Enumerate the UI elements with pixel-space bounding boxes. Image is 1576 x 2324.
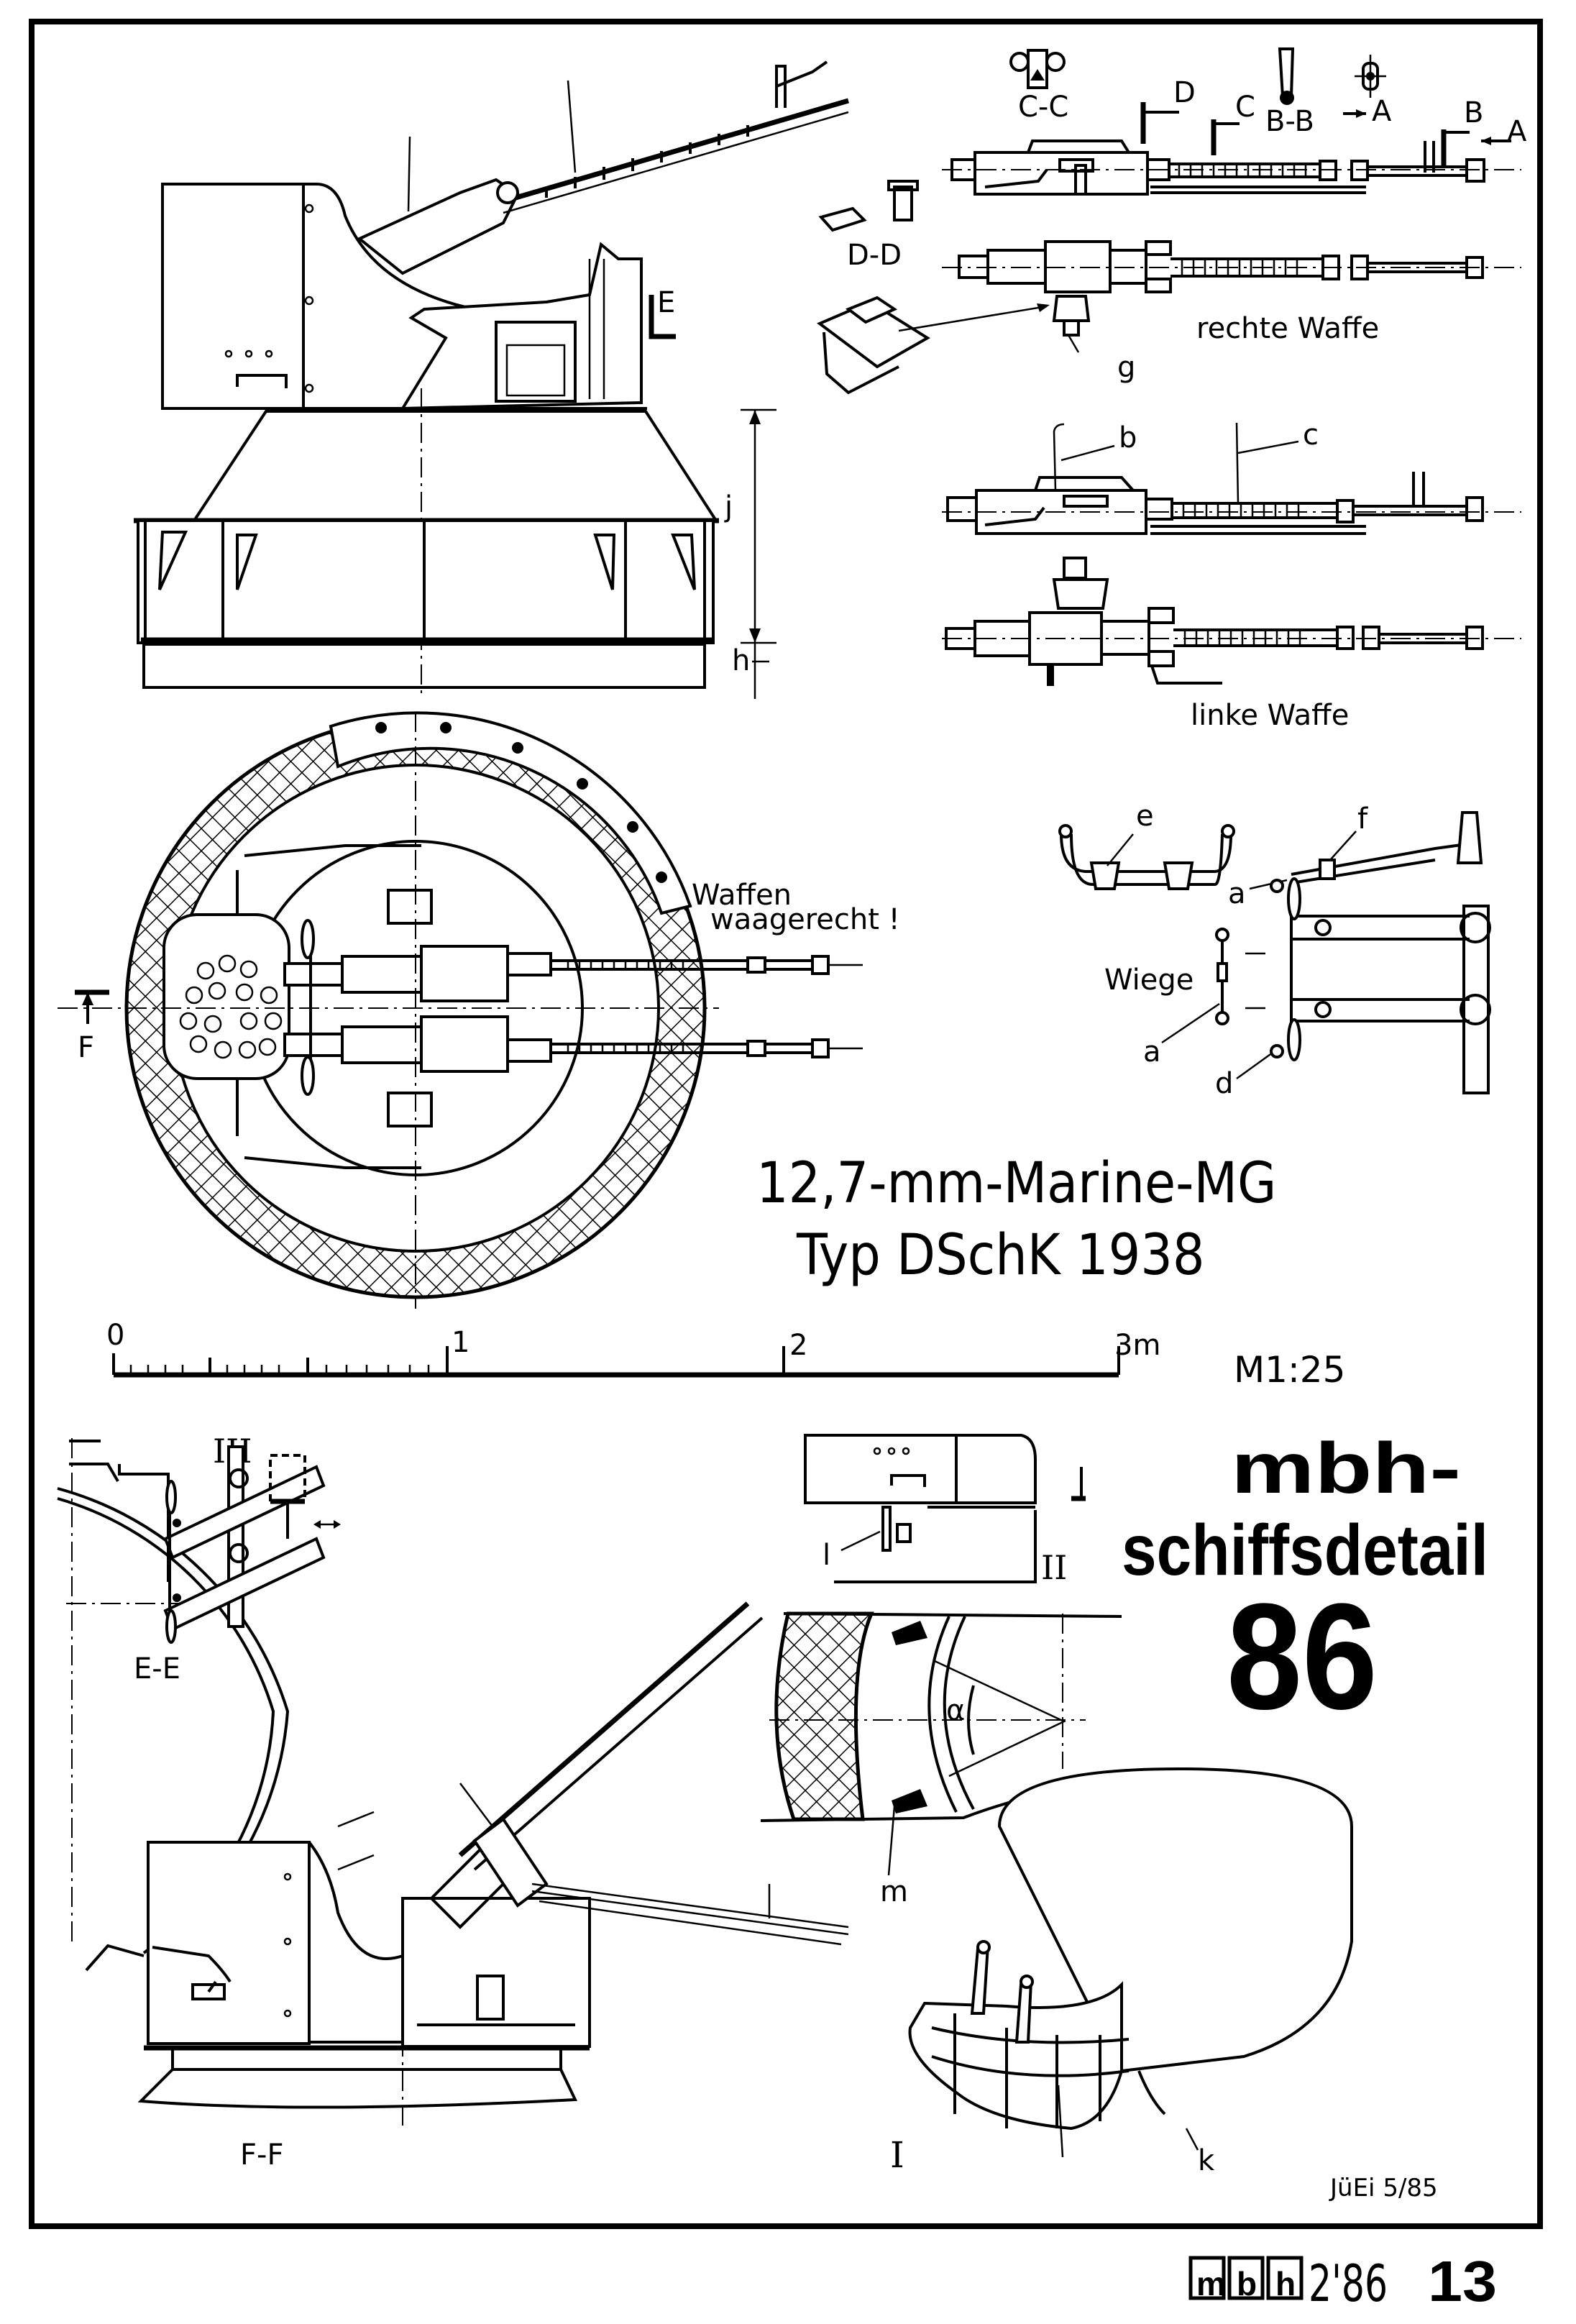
gun-right-top <box>942 240 1521 353</box>
ammo-circle-holes <box>179 954 283 1059</box>
section-b-b-detail <box>1278 47 1295 105</box>
series-badge: mbh- schiffsdetail 86 <box>1122 1428 1488 1741</box>
section-label-b-b: B-B <box>1265 105 1314 138</box>
label-f-f: F-F <box>240 2138 283 2172</box>
dim-label-j: j <box>724 490 733 523</box>
part-label-m: m <box>880 1875 908 1908</box>
badge-schiffsdetail: schiffsdetail <box>1122 1510 1488 1591</box>
caption-linke-waffe: linke Waffe <box>1191 699 1349 732</box>
scale-ratio: M1:25 <box>1234 1349 1345 1391</box>
plan-gun-upper <box>283 889 863 1002</box>
badge-mbh: mbh- <box>1231 1428 1461 1509</box>
part-label-a-lower: a <box>1143 1035 1161 1069</box>
part-label-l: l <box>823 1539 830 1572</box>
cut-marker-B: B <box>1464 96 1483 129</box>
author-signature: JüEi 5/85 <box>1329 2174 1438 2202</box>
section-f-f: F-F <box>137 1601 849 2172</box>
cut-marker-A-right: A <box>1507 115 1527 148</box>
issue-number: 2'86 <box>1309 2254 1388 2313</box>
badge-number: 86 <box>1227 1572 1378 1741</box>
detail-i: k I <box>890 1767 1353 2177</box>
section-c-c-detail <box>1009 49 1066 89</box>
gun-elevated-side <box>357 65 849 275</box>
cradle-detail: e f a Wiege a d <box>1058 800 1491 1100</box>
alpha-angle-label: α <box>946 1694 965 1727</box>
logo-letter-h: h <box>1275 2265 1296 2302</box>
page-number: 13 <box>1428 2249 1497 2313</box>
cut-marker-D: D <box>1173 76 1196 109</box>
scale-tick-2: 2 <box>789 1329 807 1362</box>
note-waffen: Waffen <box>692 879 792 912</box>
logo-letter-m: m <box>1196 2265 1226 2302</box>
dim-label-h: h <box>732 644 750 677</box>
label-e-e: E-E <box>134 1652 180 1685</box>
sheet-frame <box>29 19 1543 2229</box>
section-label-c-c: C-C <box>1018 91 1068 124</box>
weapon-left-view: b c linke Waffe <box>942 418 1521 732</box>
part-label-k: k <box>1198 2144 1215 2177</box>
side-elevation-view: E j h <box>134 65 849 699</box>
part-label-f: f <box>1357 802 1368 836</box>
label-ii: II <box>1041 1548 1067 1587</box>
plan-view: F Waffen waagerecht ! <box>58 711 900 1309</box>
drawing-title-line1: 12,7-mm-Marine-MG <box>756 1151 1276 1216</box>
part-label-e: e <box>1136 800 1154 833</box>
caption-rechte-waffe: rechte Waffe <box>1196 312 1379 345</box>
gun-left-side <box>942 422 1521 535</box>
cut-marker-C: C <box>1235 91 1255 124</box>
scale-tick-0: 0 <box>106 1319 124 1352</box>
gun-right-side <box>942 139 1521 196</box>
detail-ii: l II <box>269 1434 1086 1587</box>
detail-iii: III <box>163 1432 326 1644</box>
section-d-d-detail <box>818 180 919 232</box>
scale-tick-1: 1 <box>452 1326 469 1359</box>
clamp-detail <box>817 296 1050 395</box>
section-mark-E: E <box>657 286 675 319</box>
section-mark-F: F <box>78 1031 94 1064</box>
part-label-d: d <box>1215 1067 1233 1100</box>
mbh-logo: m b h <box>1188 2256 1304 2302</box>
drawing-title-line2: Typ DSchK 1938 <box>796 1223 1205 1288</box>
plan-gun-lower <box>283 1015 863 1127</box>
part-label-g: g <box>1117 351 1135 384</box>
section-label-d-d: D-D <box>847 239 902 272</box>
part-label-b: b <box>1119 421 1137 454</box>
footer: m b h 2'86 13 <box>1188 2249 1497 2313</box>
scale-bar: 0 1 2 3m M1:25 <box>106 1319 1345 1391</box>
part-label-c: c <box>1303 418 1319 452</box>
weapon-right-view: C-C B-B D C A B A <box>776 47 1527 395</box>
gun-left-top <box>942 557 1521 686</box>
note-waagerecht: waagerecht ! <box>710 903 900 936</box>
part-label-a-upper: a <box>1228 877 1246 910</box>
scale-tick-3m: 3m <box>1114 1329 1160 1362</box>
logo-letter-b: b <box>1237 2265 1257 2302</box>
label-i: I <box>890 2134 904 2176</box>
caption-wiege: Wiege <box>1104 964 1194 997</box>
cut-marker-A-top: A <box>1372 95 1392 128</box>
